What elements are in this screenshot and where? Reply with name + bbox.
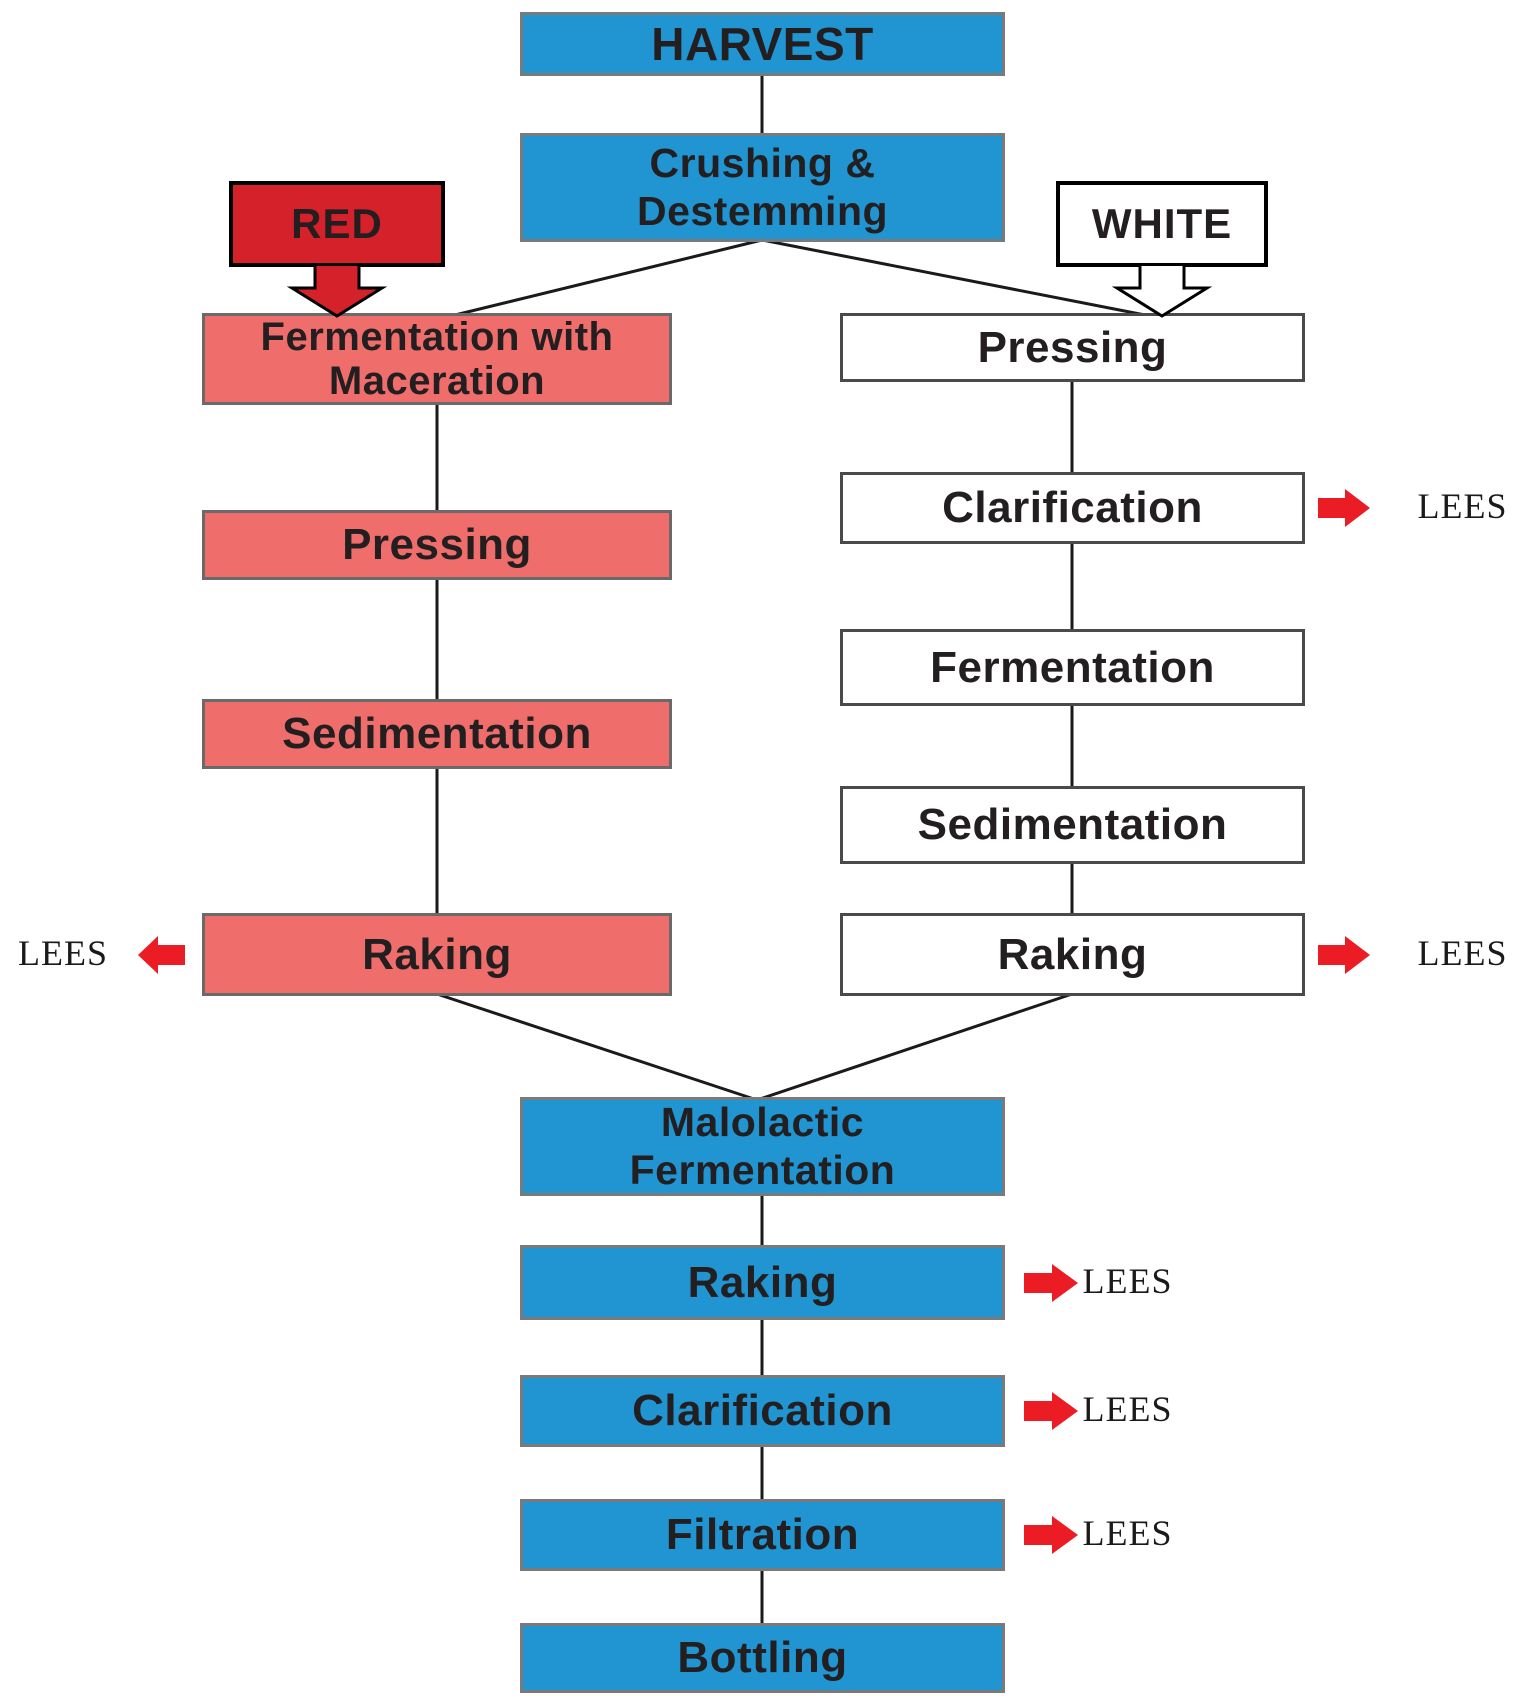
node-white-sedimentation-label: Sedimentation — [917, 800, 1228, 849]
node-malolactic-label-line2: Fermentation — [629, 1146, 896, 1193]
lees-label-filtration: LEES — [1082, 1513, 1173, 1553]
node-raking: Raking — [520, 1245, 1005, 1320]
node-clarification: Clarification — [520, 1375, 1005, 1447]
lees-label-clarification: LEES — [1082, 1389, 1173, 1429]
node-clarification-label: Clarification — [632, 1386, 893, 1435]
node-bottling-label: Bottling — [677, 1633, 848, 1682]
lees-arrow-left-red-raking-icon — [138, 936, 185, 974]
node-white-clarification-label: Clarification — [942, 483, 1203, 532]
node-red-raking-label: Raking — [362, 929, 512, 979]
connector-crushing-red-branch — [454, 238, 763, 317]
node-red-pressing-label: Pressing — [342, 520, 532, 569]
lees-label-white-raking: LEES — [1417, 933, 1508, 973]
node-malolactic-fermentation: Malolactic Fermentation — [520, 1097, 1005, 1196]
node-raking-label: Raking — [687, 1257, 838, 1307]
node-red-raking: Raking — [202, 913, 672, 996]
node-red-sedimentation: Sedimentation — [202, 699, 672, 769]
node-white-raking: Raking — [840, 913, 1305, 996]
lees-arrow-right-white-clarification-icon — [1318, 489, 1370, 527]
node-harvest: HARVEST — [520, 12, 1005, 76]
node-white-raking-label: Raking — [997, 929, 1148, 979]
node-filtration: Filtration — [520, 1499, 1005, 1571]
node-harvest-label: HARVEST — [651, 18, 874, 70]
node-red-fermentation-label-line1: Fermentation with — [260, 315, 614, 359]
node-white-sedimentation: Sedimentation — [840, 786, 1305, 864]
connector-crushing-white-branch — [761, 238, 1146, 317]
node-red-pressing: Pressing — [202, 510, 672, 580]
connector-red-raking-malolactic — [436, 992, 758, 1102]
connector-white-raking-malolactic — [756, 992, 1073, 1102]
tag-white: WHITE — [1056, 181, 1268, 267]
lees-arrow-right-filtration-icon — [1024, 1516, 1078, 1554]
lees-arrow-right-clarification-icon — [1024, 1392, 1078, 1430]
node-white-fermentation: Fermentation — [840, 629, 1305, 706]
node-white-pressing: Pressing — [840, 313, 1305, 382]
tag-white-label: WHITE — [1091, 200, 1233, 247]
node-filtration-label: Filtration — [665, 1510, 860, 1559]
white-tag-down-arrow-icon — [1111, 266, 1213, 318]
node-white-fermentation-label: Fermentation — [930, 642, 1215, 692]
lees-arrow-right-white-raking-icon — [1318, 936, 1370, 974]
node-malolactic-label-line1: Malolactic — [660, 1099, 865, 1146]
node-crushing-label-line2: Destemming — [636, 187, 889, 234]
lees-label-red-raking: LEES — [18, 933, 108, 973]
node-red-fermentation-label-line2: Maceration — [328, 359, 546, 403]
node-white-pressing-label: Pressing — [977, 322, 1168, 372]
node-red-sedimentation-label: Sedimentation — [282, 709, 592, 758]
lees-arrow-right-raking-icon — [1024, 1264, 1078, 1302]
node-crushing-destemming: Crushing & Destemming — [520, 133, 1005, 242]
tag-red: RED — [229, 181, 445, 267]
node-crushing-label-line1: Crushing & — [649, 140, 876, 187]
red-tag-down-arrow-icon — [286, 266, 388, 318]
lees-label-white-clarification: LEES — [1417, 486, 1508, 526]
node-bottling: Bottling — [520, 1623, 1005, 1693]
tag-red-label: RED — [291, 200, 383, 247]
lees-label-raking: LEES — [1082, 1261, 1173, 1301]
node-white-clarification: Clarification — [840, 472, 1305, 544]
node-red-fermentation-maceration: Fermentation with Maceration — [202, 313, 672, 405]
